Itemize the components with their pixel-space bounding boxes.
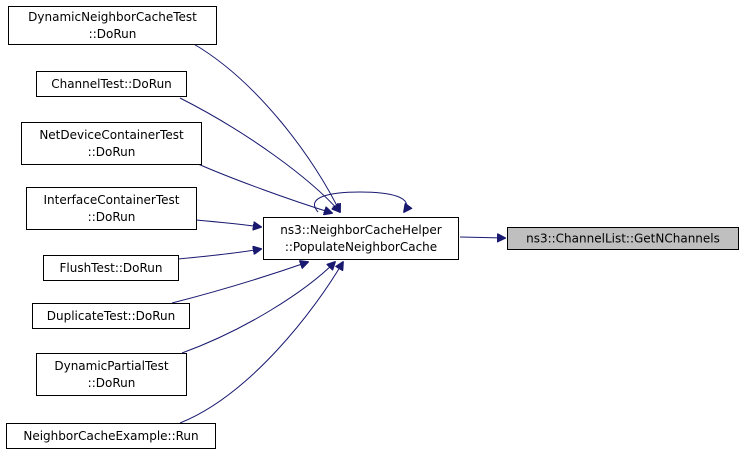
edge-channel_test-to-populate — [179, 97, 340, 212]
edge-iface_test-to-populate — [195, 219, 261, 227]
node-label-line: InterfaceContainerTest — [44, 193, 180, 207]
node-box[interactable] — [36, 71, 187, 97]
node-dyn_nc_test[interactable]: DynamicNeighborCacheTest::DoRun — [8, 6, 217, 45]
node-label-line: ::DoRun — [88, 145, 136, 159]
edge-netdev_test-to-populate — [197, 163, 332, 213]
node-box[interactable] — [6, 423, 216, 449]
node-populate[interactable]: ns3::NeighborCacheHelper::PopulateNeighb… — [263, 217, 459, 260]
node-label-line: ::DoRun — [88, 376, 136, 390]
node-label-line: ::DoRun — [88, 210, 136, 224]
edge-dyn_partial_test-to-populate — [181, 262, 335, 354]
edge-dup_test-to-populate — [171, 262, 308, 304]
node-dup_test[interactable]: DuplicateTest::DoRun — [32, 303, 190, 329]
node-nc_example[interactable]: NeighborCacheExample::Run — [6, 423, 216, 449]
node-box[interactable] — [32, 303, 190, 329]
node-label-line: FlushTest::DoRun — [59, 261, 162, 275]
node-dyn_partial_test[interactable]: DynamicPartialTest::DoRun — [36, 353, 187, 396]
node-box[interactable] — [507, 227, 739, 250]
node-box[interactable] — [26, 187, 197, 230]
node-flush_test[interactable]: FlushTest::DoRun — [43, 255, 179, 281]
node-channel_test[interactable]: ChannelTest::DoRun — [36, 71, 187, 97]
node-label-line: NeighborCacheExample::Run — [23, 429, 198, 443]
node-label-line: ns3::ChannelList::GetNChannels — [526, 232, 720, 246]
node-netdev_test[interactable]: NetDeviceContainerTest::DoRun — [21, 122, 202, 165]
edges-layer — [171, 42, 505, 424]
edge-nc_example-to-populate — [179, 262, 343, 424]
node-label-line: DuplicateTest::DoRun — [47, 309, 175, 323]
nodes-layer: DynamicNeighborCacheTest::DoRunChannelTe… — [6, 6, 739, 449]
node-label-line: ChannelTest::DoRun — [51, 77, 172, 91]
node-iface_test[interactable]: InterfaceContainerTest::DoRun — [26, 187, 197, 230]
edge-populate-to-populate — [314, 191, 406, 212]
node-box[interactable] — [43, 255, 179, 281]
node-box[interactable] — [263, 217, 459, 260]
node-label-line: DynamicPartialTest — [54, 359, 169, 373]
edge-populate-to-get_nchannels — [459, 237, 505, 238]
edge-dyn_nc_test-to-populate — [191, 42, 340, 212]
node-label-line: ::DoRun — [89, 27, 137, 41]
node-label-line: ns3::NeighborCacheHelper — [280, 223, 441, 237]
node-box[interactable] — [36, 353, 187, 396]
edge-flush_test-to-populate — [177, 249, 261, 260]
node-label-line: ::PopulateNeighborCache — [285, 240, 437, 254]
node-label-line: NetDeviceContainerTest — [39, 128, 184, 142]
node-label-line: DynamicNeighborCacheTest — [28, 10, 197, 24]
node-box[interactable] — [8, 6, 217, 45]
node-box[interactable] — [21, 122, 202, 165]
node-get_nchannels[interactable]: ns3::ChannelList::GetNChannels — [507, 227, 739, 250]
